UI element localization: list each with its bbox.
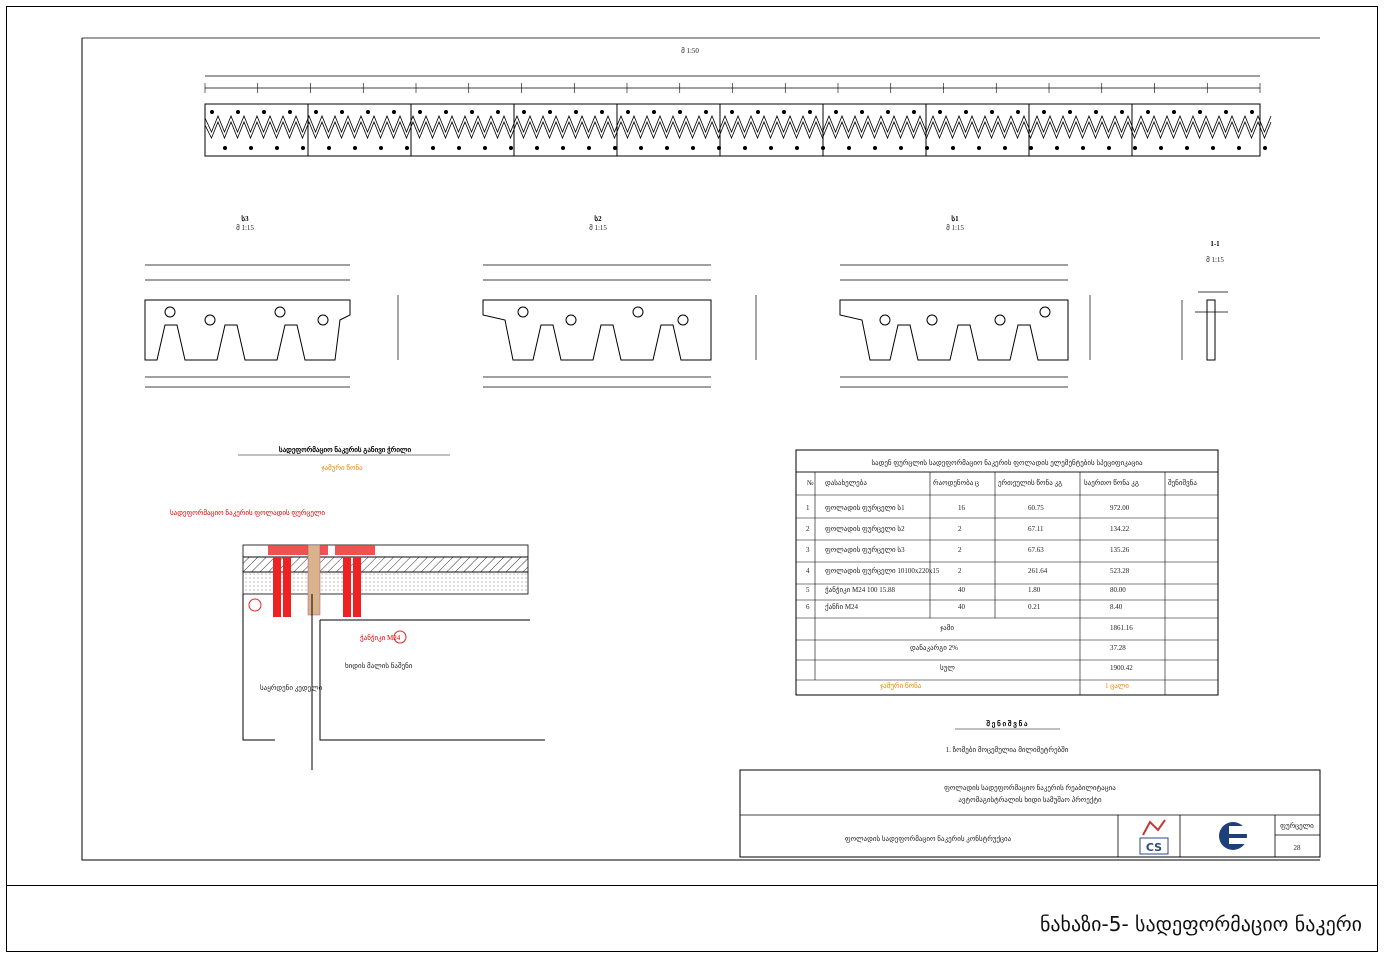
row3-total: 135.26: [1110, 546, 1130, 554]
plate-name-s2: ს2: [594, 215, 602, 223]
row1-name: ფოლადის ფურცელი ს1: [825, 504, 905, 512]
th-qty: რაოდენობა ც: [933, 479, 979, 487]
logo-cs-text: CS: [1146, 841, 1162, 854]
note-value: 1 ცალი: [1105, 682, 1129, 690]
section-scale: მ 1:15: [1206, 256, 1224, 264]
row2-unit: 67.11: [1028, 525, 1044, 533]
note-1: 1. ზომები მოცემულია მილიმეტრებში: [946, 746, 1069, 754]
row5-no: 5: [806, 586, 810, 594]
sum-label: ჯამი: [940, 624, 954, 632]
plate-scale-s3: მ 1:15: [236, 224, 254, 232]
th-note: შენიშვნა: [1168, 479, 1197, 487]
bolt-label: ჭანჭიკი M24: [360, 634, 401, 642]
row6-total: 8.40: [1110, 603, 1123, 611]
extra-value: 37.28: [1110, 644, 1126, 652]
row1-no: 1: [806, 504, 810, 512]
row4-unit: 261.64: [1028, 567, 1048, 575]
row6-no: 6: [806, 603, 810, 611]
row3-unit: 67.63: [1028, 546, 1044, 554]
plate-name-s1: ს1: [951, 215, 959, 223]
total-label: სულ: [940, 664, 955, 672]
row1-unit: 60.75: [1028, 504, 1044, 512]
th-unit-weight: ერთეულის წონა კგ: [998, 479, 1062, 487]
red-label: სადეფორმაციო ნაკერის ფოლადის ფურცელი: [170, 509, 325, 517]
row3-qty: 2: [958, 546, 962, 554]
row5-unit: 1.80: [1028, 586, 1041, 594]
notes-heading: შ ე ნ ი შ ვ ნ ა: [986, 719, 1028, 728]
company-logo-road: [1219, 822, 1247, 850]
row1-qty: 16: [958, 504, 966, 512]
plate-detail-s1: ს1 მ 1:15: [839, 215, 1091, 388]
row4-qty: 2: [958, 567, 962, 575]
row1-total: 972.00: [1110, 504, 1130, 512]
plate-detail-s3: ს3 მ 1:15: [144, 215, 399, 388]
row5-qty: 40: [958, 586, 966, 594]
section-1-1: 1-1 მ 1:15: [1181, 240, 1228, 361]
row6-name: ქანჩი M24: [825, 603, 859, 611]
th-total-weight: საერთო წონა კგ: [1084, 479, 1139, 487]
section-title: 1-1: [1210, 240, 1220, 248]
caption-divider: [6, 885, 1378, 886]
sheet-label: ფურცელი: [1280, 822, 1314, 830]
engineering-drawing: მ 1:50 ს3 მ 1:15 ს2 მ 1:15: [81, 37, 1321, 861]
pier-label: საყრდენი კედელი: [260, 684, 323, 692]
row6-unit: 0.21: [1028, 603, 1041, 611]
top-dimension-ticks: [204, 83, 1261, 93]
span-label: ხიდის მალის ნაშენი: [345, 662, 413, 670]
table-title: სადენ ფურცლის სადეფორმაციო ნაკერის ფოლად…: [871, 459, 1143, 467]
sheet-title: ფოლადის სადეფორმაციო ნაკერის კონსტრუქცია: [845, 835, 1012, 843]
row2-qty: 2: [958, 525, 962, 533]
extra-label: დანაკარგი 2%: [910, 644, 958, 652]
sheet-number: 28: [1294, 844, 1302, 852]
row3-no: 3: [806, 546, 810, 554]
th-name: დასახელება: [825, 479, 867, 487]
project-title-2: ავტომაგისტრალის ხიდი სამუშაო პროექტი: [958, 796, 1102, 804]
row2-total: 134.22: [1110, 525, 1130, 533]
project-title-1: ფოლადის სადეფორმაციო ნაკერის რეაბილიტაცი…: [944, 784, 1116, 792]
row5-total: 80.00: [1110, 586, 1126, 594]
detail-heading: სადეფორმაციო ნაკერის განივი ჭრილი: [279, 445, 412, 454]
row2-no: 2: [806, 525, 810, 533]
figure-caption: ნახაზი-5- სადეფორმაციო ნაკერი: [1039, 912, 1362, 936]
row4-no: 4: [806, 567, 810, 575]
th-no: №: [807, 479, 814, 487]
joint-cross-section: სადეფორმაციო ნაკერის განივი ჭრილი ჯამური…: [170, 445, 545, 770]
top-scale-label: მ 1:50: [681, 47, 699, 55]
plate-scale-s2: მ 1:15: [589, 224, 607, 232]
row4-total: 523.28: [1110, 567, 1130, 575]
plate-name-s3: ს3: [241, 215, 249, 223]
orange-label: ჯამური წონა: [321, 464, 363, 472]
title-block: ფოლადის სადეფორმაციო ნაკერის რეაბილიტაცი…: [739, 769, 1321, 858]
plate-strip-elevation: [204, 103, 1272, 157]
row4-name: ფოლადის ფურცელი 10100x220x15: [825, 567, 940, 575]
row3-name: ფოლადის ფურცელი ს3: [825, 546, 905, 554]
plate-detail-s2: ს2 მ 1:15: [482, 215, 757, 388]
specification-table: სადენ ფურცლის სადეფორმაციო ნაკერის ფოლად…: [795, 449, 1219, 696]
page-frame: [6, 6, 1378, 952]
row6-qty: 40: [958, 603, 966, 611]
row2-name: ფოლადის ფურცელი ს2: [825, 525, 905, 533]
row5-name: ჭანჭიკი M24 100 15.88: [825, 586, 896, 594]
plate-scale-s1: მ 1:15: [946, 224, 964, 232]
note-label: ჯამური წონა: [880, 682, 922, 690]
company-logo-cs: CS: [1139, 819, 1169, 855]
sum-value: 1861.16: [1110, 624, 1133, 632]
total-value: 1900.42: [1110, 664, 1133, 672]
